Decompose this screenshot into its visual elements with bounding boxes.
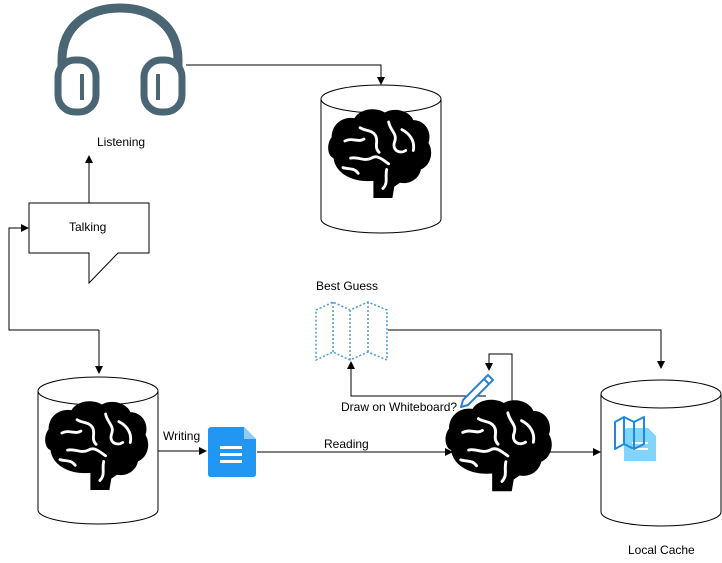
- edge-best-guess-to-cache: [388, 329, 665, 369]
- talking-bubble: [28, 202, 150, 285]
- document-icon: [208, 427, 256, 477]
- edge-draw-on-whiteboard: [347, 361, 486, 397]
- cache-document-icon: [624, 428, 656, 461]
- edge-brain-loop: [485, 353, 513, 410]
- edge-to-talking: [8, 224, 99, 331]
- reading-label: Reading: [324, 437, 369, 451]
- database-cylinder-left: [37, 376, 159, 525]
- map-icon: [315, 301, 388, 362]
- cache-map-icon: [614, 416, 645, 450]
- brain-icon: [444, 398, 554, 493]
- talking-label: Talking: [69, 220, 106, 234]
- local-cache-label: Local Cache: [628, 543, 695, 557]
- draw-on-whiteboard-label: Draw on Whiteboard?: [341, 400, 457, 414]
- edge-listening-to-memory: [186, 64, 385, 85]
- writing-label: Writing: [163, 429, 200, 443]
- pencil-icon: [460, 374, 494, 408]
- database-cylinder-top: [320, 84, 442, 234]
- best-guess-label: Best Guess: [316, 279, 378, 293]
- listening-label: Listening: [97, 135, 145, 149]
- headphones-icon: [54, 3, 186, 116]
- database-cylinder-local-cache: [600, 379, 722, 527]
